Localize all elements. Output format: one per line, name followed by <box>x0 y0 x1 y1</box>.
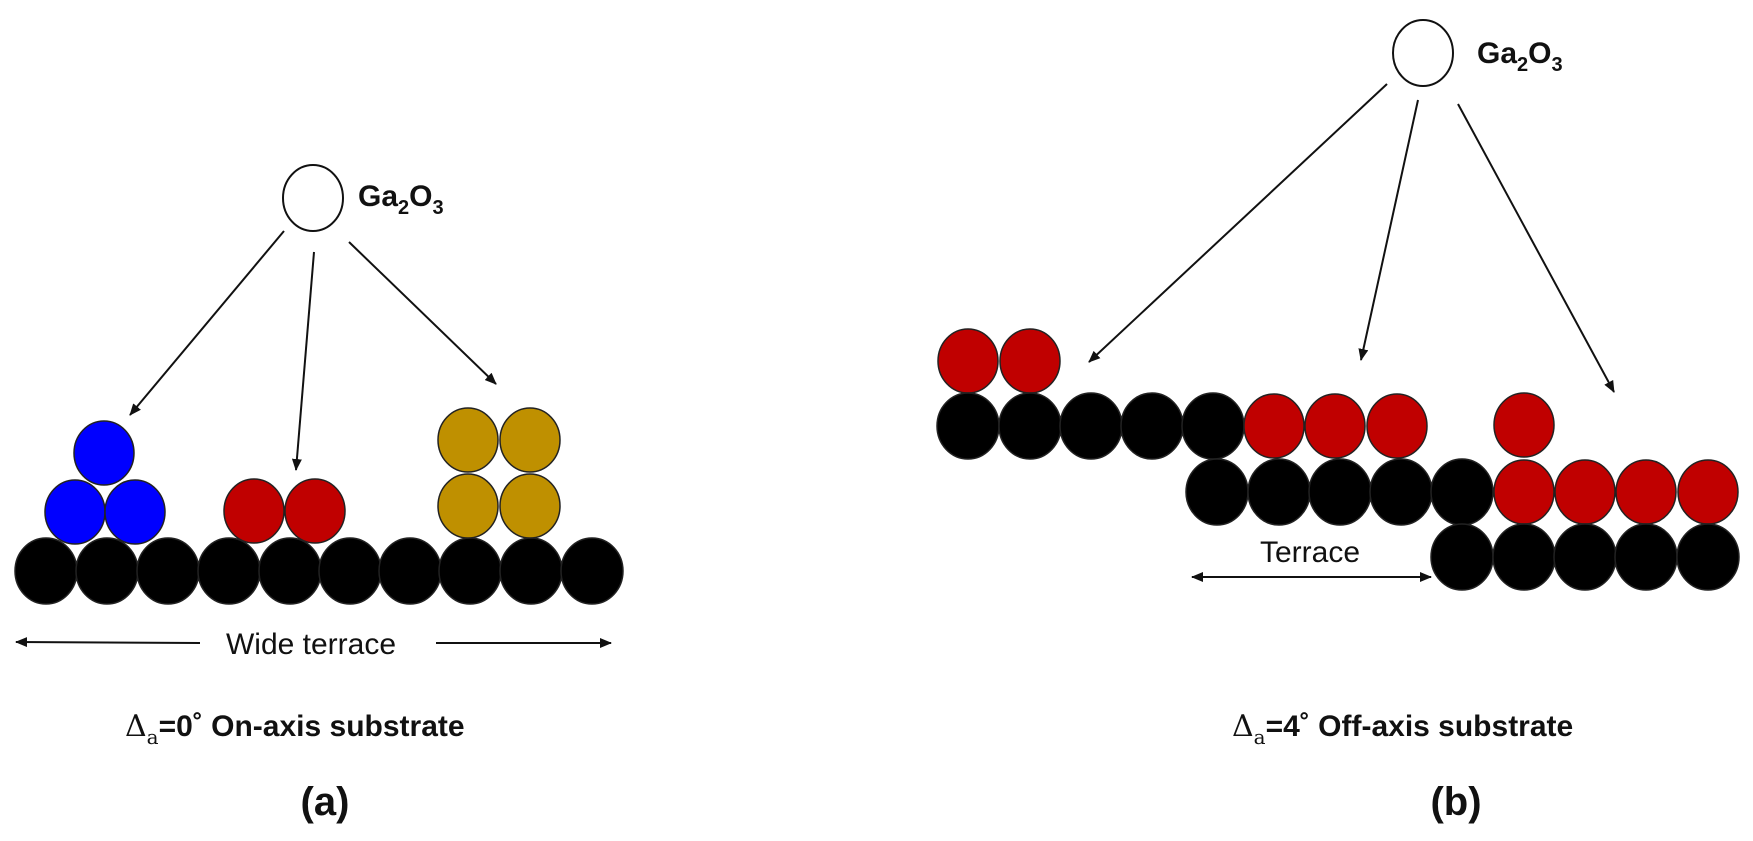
substrate-atom <box>1181 392 1245 460</box>
blue-island-atom <box>44 479 106 545</box>
caption-b: Δa=4˚ Off-axis substrate <box>1232 709 1573 749</box>
red-step-atom <box>1366 393 1428 459</box>
wide-terrace-label: Wide terrace <box>226 628 396 661</box>
ga2o3-label-b: Ga2O3 <box>1477 37 1563 76</box>
blue-island-atom <box>73 420 135 486</box>
substrate-atom <box>258 537 322 605</box>
substrate-atom <box>1676 523 1740 591</box>
ga2o3-source-atom-a <box>282 164 344 232</box>
substrate-atom <box>1553 523 1617 591</box>
substrate-atom <box>318 537 382 605</box>
red-adatom <box>284 478 346 544</box>
substrate-atom <box>1059 392 1123 460</box>
red-step-atom <box>1243 393 1305 459</box>
substrate-atom <box>1247 458 1311 526</box>
gold-island-atom <box>499 407 561 473</box>
substrate-atom <box>378 537 442 605</box>
substrate-atom <box>936 392 1000 460</box>
panel-a: Ga2O3 Wide terrace Δa=0˚ On-axis substra… <box>14 164 624 824</box>
caption-a: Δa=0˚ On-axis substrate <box>125 709 465 749</box>
ga2o3-label-a: Ga2O3 <box>358 180 444 219</box>
ga2o3-source-atom-b <box>1392 19 1454 87</box>
deposition-arrow-b-middle <box>1358 99 1419 361</box>
red-step-atom <box>1554 459 1616 525</box>
substrate-atom <box>998 392 1062 460</box>
substrate-atom <box>1430 458 1494 526</box>
substrate-atom <box>499 537 563 605</box>
substrate-atom <box>1430 523 1494 591</box>
substrate-atom <box>1120 392 1184 460</box>
deposition-arrow-b-left <box>1088 83 1388 363</box>
red-step-atom <box>1304 393 1366 459</box>
substrate-atom <box>1369 458 1433 526</box>
substrate-atom <box>1308 458 1372 526</box>
terrace-arrow-a-left <box>15 637 201 648</box>
substrate-atom <box>136 537 200 605</box>
red-step-atom <box>1615 459 1677 525</box>
panel-a-atoms <box>14 407 624 605</box>
terrace-label: Terrace <box>1260 536 1360 569</box>
panel-b-atoms <box>936 328 1740 591</box>
red-adatom <box>223 478 285 544</box>
substrate-atom <box>438 537 502 605</box>
red-step-atom <box>1677 459 1739 525</box>
panel-label-b: (b) <box>1430 780 1481 824</box>
red-adatom <box>937 328 999 394</box>
deposition-arrow-a-right <box>348 241 497 385</box>
gold-island-atom <box>499 473 561 539</box>
deposition-arrow-a-middle <box>291 251 315 471</box>
substrate-atom <box>560 537 624 605</box>
panel-label-a: (a) <box>301 780 350 824</box>
deposition-arrow-a-left <box>129 230 285 416</box>
substrate-atom <box>14 537 78 605</box>
blue-island-atom <box>104 479 166 545</box>
substrate-atom <box>1185 458 1249 526</box>
red-adatom <box>999 328 1061 394</box>
substrate-atom <box>197 537 261 605</box>
red-step-atom <box>1493 392 1555 458</box>
gold-island-atom <box>437 407 499 473</box>
substrate-atom <box>1614 523 1678 591</box>
panel-b: Ga2O3 Terrace Δa=4˚ Off-axis substrate (… <box>936 19 1740 824</box>
substrate-atom <box>75 537 139 605</box>
gold-island-atom <box>437 473 499 539</box>
deposition-arrow-b-right <box>1457 103 1615 393</box>
substrate-atom <box>1492 523 1556 591</box>
red-step-atom <box>1493 459 1555 525</box>
